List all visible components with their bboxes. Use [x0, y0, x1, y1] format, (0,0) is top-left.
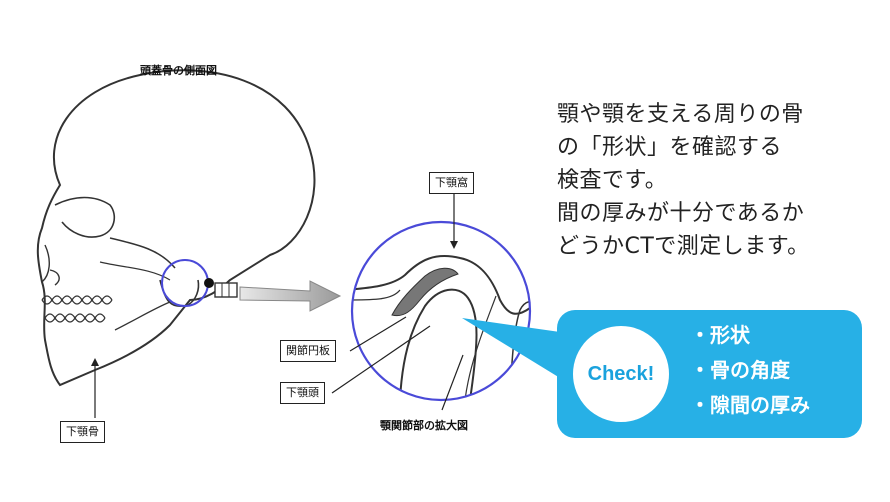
skull-title: 頭蓋骨の側面図 — [140, 64, 217, 77]
articular-disc-label: 関節円板 — [280, 340, 336, 362]
description-text: 顎や顎を支える周りの骨 の「形状」を確認する 検査です。 間の厚みが十分であるか… — [557, 98, 877, 263]
description-line: 顎や顎を支える周りの骨 — [557, 102, 804, 127]
mandible-label: 下顎骨 — [60, 421, 105, 443]
description-line: 間の厚みが十分であるか — [557, 201, 805, 226]
description-line: の「形状」を確認する — [557, 135, 783, 160]
check-item: ・骨の角度 — [690, 358, 790, 382]
arrow-right-icon — [239, 280, 342, 312]
description-line: 検査です。 — [557, 168, 668, 193]
check-list: ・形状 ・骨の角度 ・隙間の厚み — [690, 318, 810, 423]
description-line: どうかCTで測定します。 — [557, 234, 810, 259]
enlarged-title: 顎関節部の拡大図 — [380, 419, 468, 432]
check-item: ・形状 — [690, 323, 750, 347]
glenoid-fossa-label: 下顎窩 — [429, 172, 474, 194]
condyle-label: 下顎頭 — [280, 382, 325, 404]
check-item: ・隙間の厚み — [690, 393, 810, 417]
check-badge: Check! — [573, 326, 669, 422]
check-badge-text: Check! — [587, 362, 655, 385]
